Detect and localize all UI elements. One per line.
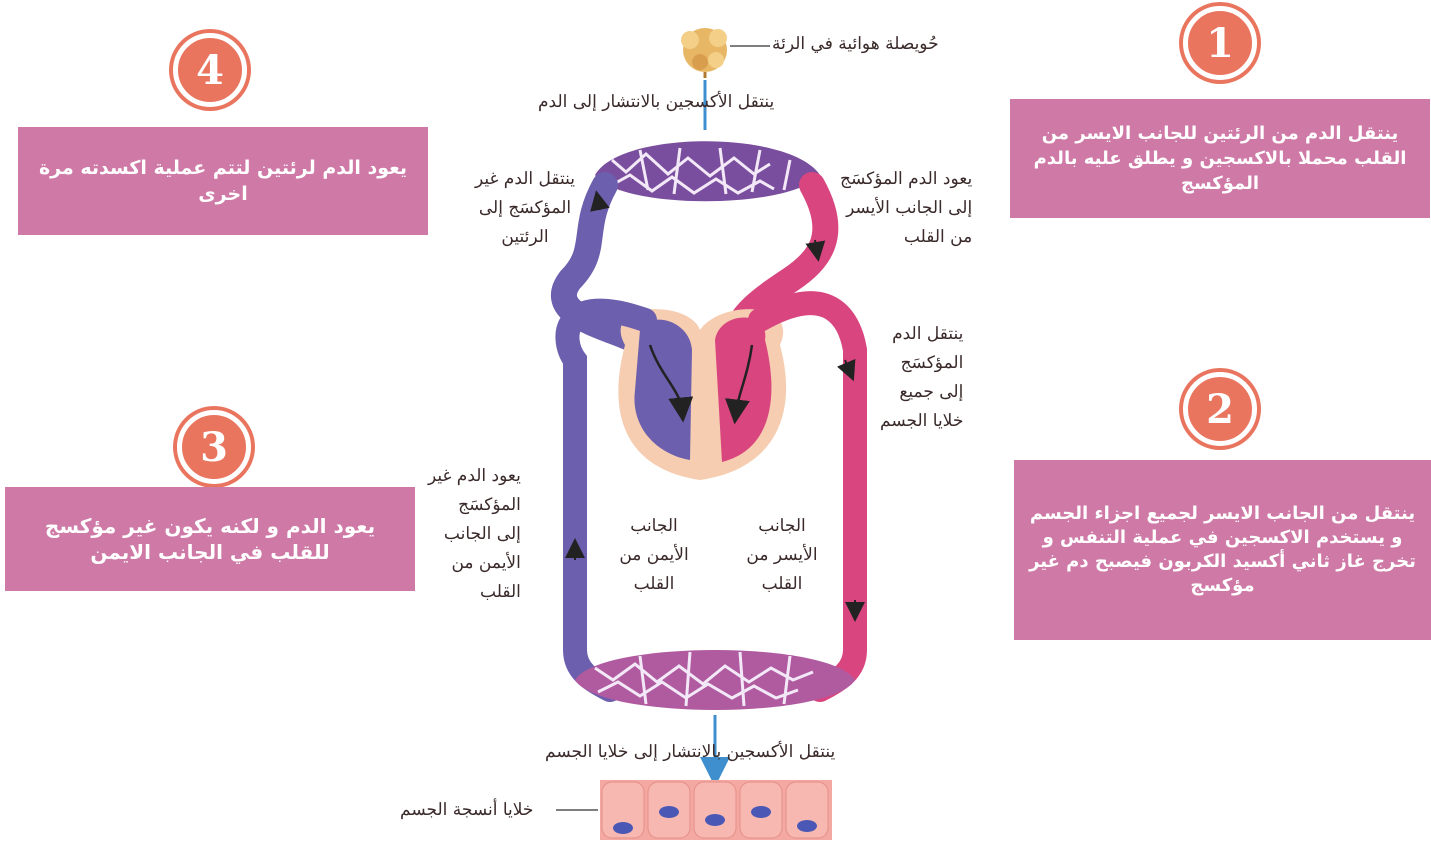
deoxy-to-right-heart-label: يعود الدم غير المؤكسَج إلى الجانب الأيمن… bbox=[428, 462, 521, 607]
heart bbox=[618, 309, 786, 480]
step-4-badge: 4 bbox=[173, 33, 247, 107]
right-side-label: الجانب الأيمن من القلب bbox=[612, 512, 696, 599]
left-side-label: الجانب الأيسر من القلب bbox=[740, 512, 824, 599]
oxy-to-left-heart-label: يعود الدم المؤكسَج إلى الجانب الأيسر من … bbox=[840, 165, 972, 252]
oxy-to-body-label: ينتقل الدم المؤكسَج إلى جميع خلايا الجسم bbox=[880, 320, 963, 436]
oxygen-to-cells-label: ينتقل الأكسجين بالانتشار إلى خلايا الجسم bbox=[545, 738, 835, 767]
step-4-box: يعود الدم لرئتين لتتم عملية اكسدته مرة ا… bbox=[18, 127, 428, 235]
step-1-badge: 1 bbox=[1183, 6, 1257, 80]
step-3-box: يعود الدم و لكنه يكون غير مؤكسج للقلب في… bbox=[5, 487, 415, 591]
step-2-badge: 2 bbox=[1183, 372, 1257, 446]
step-1-box: ينتقل الدم من الرئتين للجانب الايسر من ا… bbox=[1010, 99, 1430, 218]
deoxy-to-lungs-label: ينتقل الدم غير المؤكسَج إلى الرئتين bbox=[470, 165, 580, 252]
body-capillary-bed bbox=[575, 650, 855, 710]
tissue-cells-label: خلايا أنسجة الجسم bbox=[400, 796, 533, 825]
tissue-cells bbox=[600, 780, 832, 840]
step-2-box: ينتقل من الجانب الايسر لجميع اجزاء الجسم… bbox=[1014, 460, 1431, 640]
oxygen-to-blood-label: ينتقل الأكسجين بالانتشار إلى الدم bbox=[538, 88, 774, 117]
alveolus-label: حُويصلة هوائية في الرئة bbox=[772, 30, 939, 59]
alveolus-icon bbox=[681, 28, 727, 78]
step-3-badge: 3 bbox=[177, 410, 251, 484]
